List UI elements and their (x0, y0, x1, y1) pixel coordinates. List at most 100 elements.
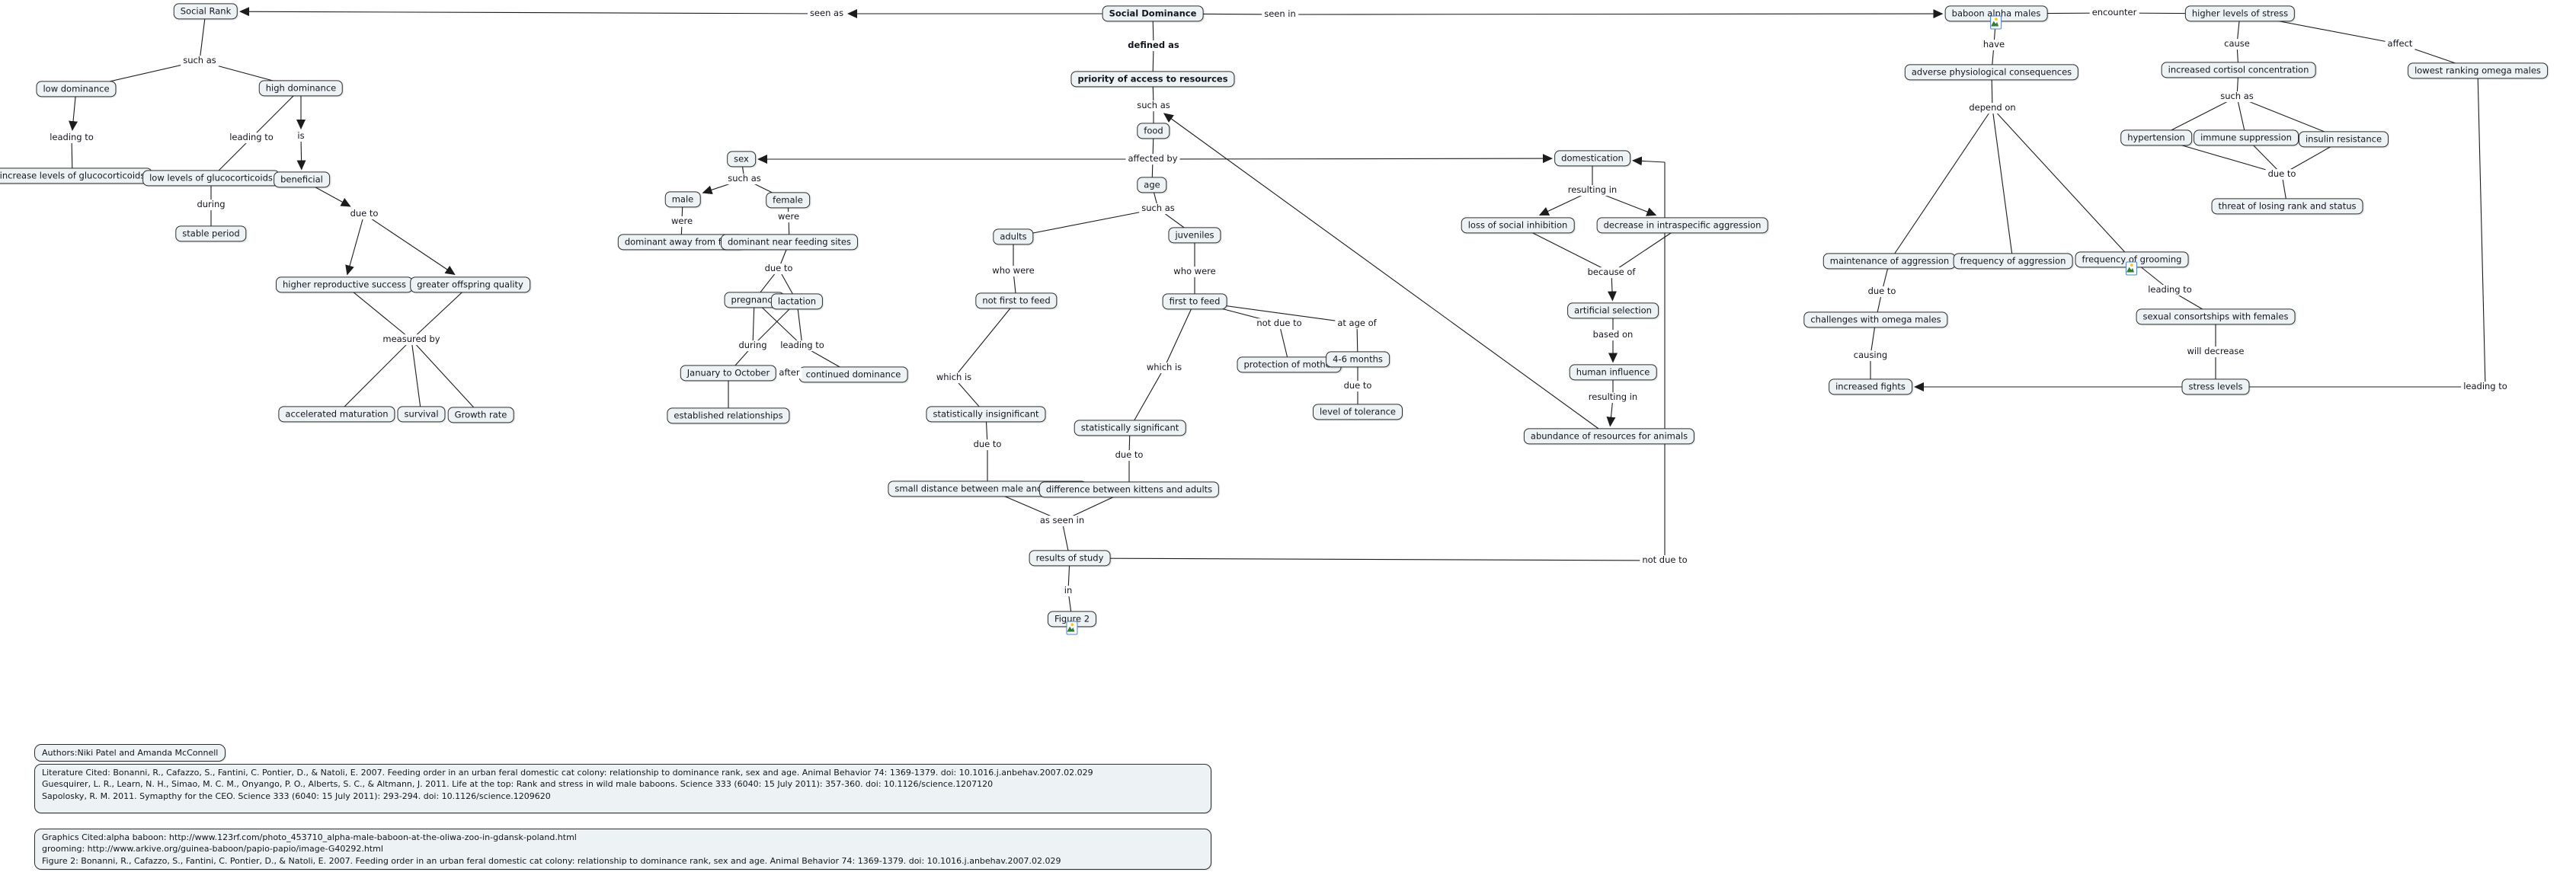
concept-lactation[interactable]: lactation (770, 293, 824, 310)
concept-statistically-significant[interactable]: statistically significant (1074, 420, 1186, 436)
concept-increased-fights[interactable]: increased fights (1829, 379, 1912, 395)
link-label-leading-to-sex[interactable]: leading to (778, 340, 827, 351)
link-label-which-is-sig[interactable]: which is (1144, 362, 1185, 373)
concept-four-six-months[interactable]: 4-6 months (1326, 351, 1390, 368)
concept-higher-stress[interactable]: higher levels of stress (2184, 5, 2296, 22)
link-label-leading-to-l2[interactable]: leading to (227, 132, 276, 143)
concept-age[interactable]: age (1137, 177, 1167, 193)
link-label-due-to-threat[interactable]: due to (2265, 168, 2299, 180)
link-label-such-as-sex[interactable]: such as (725, 173, 763, 184)
concept-adverse-physio[interactable]: adverse physiological consequences (1904, 64, 2079, 81)
concept-artificial-selection[interactable]: artificial selection (1567, 302, 1659, 319)
concept-immune-suppression[interactable]: immune suppression (2194, 129, 2299, 146)
concept-greater-offspring[interactable]: greater offspring quality (410, 276, 530, 293)
concept-statistically-insignificant[interactable]: statistically insignificant (926, 406, 1046, 423)
concept-decrease-intra[interactable]: decrease in intraspecific aggression (1596, 217, 1768, 234)
concept-growth-rate[interactable]: Growth rate (447, 407, 514, 423)
concept-pregnancy[interactable]: pregnancy (724, 292, 785, 308)
link-label-causing[interactable]: causing (1851, 350, 1890, 361)
concept-threat-losing[interactable]: threat of losing rank and status (2211, 198, 2363, 215)
concept-low-dominance[interactable]: low dominance (36, 81, 117, 97)
concept-female[interactable]: female (766, 192, 810, 209)
link-label-such-as-cortisol[interactable]: such as (2218, 91, 2256, 102)
image-icon[interactable] (1990, 15, 2002, 30)
link-label-defined-as[interactable]: defined as (1125, 40, 1182, 51)
link-label-after[interactable]: after (776, 367, 802, 379)
link-label-resulting-in-dom[interactable]: resulting in (1565, 184, 1620, 196)
concept-lowest-ranking[interactable]: lowest ranking omega males (2408, 62, 2548, 79)
link-label-such-as-1[interactable]: such as (181, 55, 219, 66)
concept-level-of-tolerance[interactable]: level of tolerance (1312, 404, 1403, 420)
concept-challenges-omega[interactable]: challenges with omega males (1803, 311, 1948, 328)
concept-sex[interactable]: sex (727, 151, 756, 168)
link-label-were-female[interactable]: were (775, 211, 802, 222)
concept-established-relationships[interactable]: established relationships (667, 407, 790, 424)
link-label-resulting-in-2[interactable]: resulting in (1586, 391, 1640, 403)
link-label-will-decrease[interactable]: will decrease (2184, 346, 2247, 357)
link-label-affected-by[interactable]: affected by (1125, 153, 1180, 164)
link-label-affect[interactable]: affect (2385, 38, 2415, 50)
concept-increase-gluco[interactable]: increase levels of glucocorticoids (0, 168, 152, 184)
concept-sexual-consortships[interactable]: sexual consortships with females (2136, 308, 2296, 325)
concept-stress-levels[interactable]: stress levels (2181, 379, 2250, 395)
link-label-leading-to-fights[interactable]: leading to (2461, 381, 2510, 392)
concept-results-of-study[interactable]: results of study (1029, 550, 1111, 567)
concept-insulin-resistance[interactable]: insulin resistance (2298, 131, 2389, 148)
concept-small-distance[interactable]: small distance between male and females (888, 481, 1087, 497)
concept-increased-cortisol[interactable]: increased cortisol concentration (2161, 62, 2316, 78)
concept-maintenance-aggression[interactable]: maintenance of aggression (1822, 253, 1957, 270)
link-label-during-sex[interactable]: during (736, 340, 770, 351)
concept-juveniles[interactable]: juveniles (1168, 227, 1221, 244)
link-label-not-due-to-protection[interactable]: not due to (1254, 318, 1304, 329)
link-label-which-is-insig[interactable]: which is (933, 372, 974, 383)
link-label-as-seen-in[interactable]: as seen in (1037, 515, 1087, 526)
concept-human-influence[interactable]: human influence (1569, 364, 1657, 381)
concept-beneficial[interactable]: beneficial (274, 171, 330, 188)
concept-accelerated-maturation[interactable]: accelerated maturation (278, 406, 395, 423)
link-label-due-to-insig[interactable]: due to (971, 439, 1004, 450)
concept-adults[interactable]: adults (993, 228, 1034, 245)
concept-social-dominance[interactable]: Social Dominance (1102, 5, 1204, 22)
link-label-have[interactable]: have (1980, 39, 2008, 50)
link-label-due-to-sex[interactable]: due to (762, 263, 795, 274)
concept-high-dominance[interactable]: high dominance (258, 80, 344, 97)
image-icon[interactable] (2126, 261, 2138, 276)
concept-low-gluco[interactable]: low levels of glucocorticoids (142, 170, 280, 187)
concept-domestication[interactable]: domestication (1554, 150, 1630, 167)
link-label-based-on[interactable]: based on (1590, 329, 1636, 340)
link-label-is[interactable]: is (295, 130, 307, 142)
link-label-due-to-tolerance[interactable]: due to (1341, 380, 1374, 391)
concept-protection-of-mother[interactable]: protection of mother (1237, 356, 1342, 373)
concept-baboon-alpha[interactable]: baboon alpha males (1944, 5, 2048, 30)
image-icon[interactable] (1066, 621, 1078, 635)
concept-stable-period[interactable]: stable period (175, 225, 247, 242)
link-label-encounter[interactable]: encounter (2089, 7, 2139, 18)
link-label-cause[interactable]: cause (2222, 38, 2252, 50)
concept-difference-kittens[interactable]: difference between kittens and adults (1038, 481, 1220, 498)
concept-frequency-aggression[interactable]: frequency of aggression (1953, 253, 2073, 270)
link-label-leading-to-l1[interactable]: leading to (47, 132, 96, 143)
concept-survival[interactable]: survival (397, 406, 446, 423)
link-label-during-l[interactable]: during (194, 199, 228, 210)
link-label-such-as-age[interactable]: such as (1139, 203, 1177, 214)
link-label-not-due-to-dom[interactable]: not due to (1640, 554, 1690, 566)
concept-continued-dominance[interactable]: continued dominance (798, 366, 908, 383)
concept-abundance[interactable]: abundance of resources for animals (1523, 428, 1695, 445)
link-label-seen-as[interactable]: seen as (807, 8, 846, 19)
link-label-were-male[interactable]: were (668, 216, 696, 227)
concept-higher-repro[interactable]: higher reproductive success (275, 276, 414, 293)
link-label-in[interactable]: in (1061, 585, 1075, 596)
link-label-due-to-l[interactable]: due to (347, 208, 381, 219)
concept-first-to-feed[interactable]: first to feed (1162, 293, 1227, 310)
authors-note[interactable]: Authors:Niki Patel and Amanda McConnell (34, 744, 226, 762)
link-label-due-to-sig[interactable]: due to (1112, 449, 1146, 461)
concept-loss-social[interactable]: loss of social inhibition (1461, 217, 1575, 234)
concept-dominant-near[interactable]: dominant near feeding sites (720, 234, 859, 251)
link-label-leading-to-consort[interactable]: leading to (2146, 284, 2194, 295)
link-label-measured-by[interactable]: measured by (380, 334, 443, 345)
link-label-at-age-of[interactable]: at age of (1335, 318, 1379, 329)
link-label-who-were-adults[interactable]: who were (990, 265, 1037, 276)
link-label-seen-in[interactable]: seen in (1262, 8, 1298, 20)
concept-hypertension[interactable]: hypertension (2120, 129, 2192, 146)
concept-food[interactable]: food (1137, 123, 1170, 139)
